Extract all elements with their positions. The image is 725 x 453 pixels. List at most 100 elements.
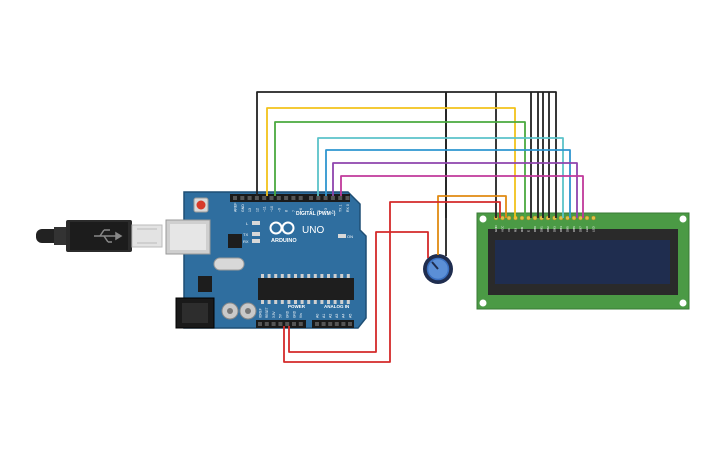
digital-pin-label: 13 xyxy=(248,208,252,212)
wire-red[interactable] xyxy=(288,231,429,353)
digital-pin-label: ~6 xyxy=(299,208,303,212)
wires[interactable] xyxy=(256,91,584,363)
digital-pin-label: AREF xyxy=(234,203,238,212)
lcd-pin-label: DB5 xyxy=(566,226,570,232)
header-hole[interactable] xyxy=(330,196,335,200)
crystal xyxy=(213,257,245,271)
header-hole[interactable] xyxy=(321,322,326,326)
header-hole[interactable] xyxy=(262,196,267,200)
usb-cable xyxy=(36,220,163,252)
header-hole[interactable] xyxy=(264,322,269,326)
header-hole[interactable] xyxy=(278,322,283,326)
wire-magenta[interactable] xyxy=(340,175,584,218)
header-hole[interactable] xyxy=(334,322,339,326)
power-pin-label: RESET xyxy=(265,307,269,318)
header-hole[interactable] xyxy=(345,196,350,200)
lcd-pin[interactable] xyxy=(578,215,583,221)
lcd-pin[interactable] xyxy=(500,215,505,221)
header-hole[interactable] xyxy=(292,322,296,326)
lcd-screen xyxy=(495,240,670,284)
header-hole[interactable] xyxy=(323,196,328,200)
header-hole[interactable] xyxy=(258,322,262,326)
chip-pin xyxy=(267,300,271,304)
chip-pin xyxy=(261,300,264,304)
wire-green[interactable] xyxy=(274,121,526,218)
header-hole[interactable] xyxy=(316,196,321,200)
chip-pin xyxy=(267,274,271,278)
analog-header[interactable] xyxy=(312,320,354,328)
chip-pin xyxy=(287,300,291,304)
chip-pin xyxy=(280,300,284,304)
wire-cyan[interactable] xyxy=(317,137,564,218)
chip-pin xyxy=(320,300,324,304)
header-hole[interactable] xyxy=(285,322,290,326)
digital-pin-label: 2 xyxy=(331,210,335,212)
chip-pin xyxy=(333,274,337,278)
lcd-pin-label: V0 xyxy=(507,228,511,232)
power-pin-label: IOREF xyxy=(258,308,262,318)
lcd-pin-label: DB4 xyxy=(559,226,563,232)
header-hole[interactable] xyxy=(254,196,259,200)
lcd-pin[interactable] xyxy=(506,215,512,221)
lcd-pin-label: DB0 xyxy=(533,226,537,232)
power-pin-label: Vin xyxy=(299,313,303,318)
header-hole[interactable] xyxy=(309,196,313,200)
header-hole[interactable] xyxy=(341,322,346,326)
arduino-logo-icon xyxy=(269,221,295,235)
lcd-pin-label: GND xyxy=(494,225,498,233)
wire-orange[interactable] xyxy=(437,195,507,255)
header-hole[interactable] xyxy=(338,196,343,200)
lcd-pin[interactable] xyxy=(519,215,525,221)
header-hole[interactable] xyxy=(271,322,276,326)
chip-pin xyxy=(274,274,278,278)
chip-pins xyxy=(261,274,350,304)
lcd-pin[interactable] xyxy=(526,215,531,221)
chip-pin xyxy=(346,274,350,278)
header-hole[interactable] xyxy=(276,196,281,200)
lcd-pin[interactable] xyxy=(571,215,577,221)
l-led xyxy=(252,221,260,225)
chip-pin xyxy=(327,300,330,304)
header-hole[interactable] xyxy=(298,322,303,326)
wire-purple[interactable] xyxy=(332,162,578,218)
wire-red-5v[interactable] xyxy=(283,201,501,363)
tx-led-label: TX xyxy=(243,232,248,237)
header-hole[interactable] xyxy=(315,322,319,326)
chip-pin xyxy=(307,300,311,304)
header-hole[interactable] xyxy=(284,196,289,200)
lcd-pin[interactable] xyxy=(532,215,538,221)
chip-pin xyxy=(313,300,317,304)
lcd-pin-label: VCC xyxy=(501,225,505,232)
lcd-pin-label: DB2 xyxy=(546,226,550,232)
wire-blue[interactable] xyxy=(325,149,571,218)
lcd-pin-label: RS xyxy=(514,228,518,232)
digital-header[interactable] xyxy=(230,194,350,202)
potentiometer[interactable] xyxy=(423,254,453,284)
header-hole[interactable] xyxy=(269,196,274,200)
lcd-pin[interactable] xyxy=(565,215,570,221)
chip-pin xyxy=(327,274,330,278)
header-hole[interactable] xyxy=(348,322,352,326)
chip-pin xyxy=(333,300,337,304)
header-hole[interactable] xyxy=(247,196,252,200)
wire-gnd-black[interactable] xyxy=(256,91,557,218)
digital-pin-label: 7 xyxy=(292,210,296,212)
arduino-model-label: UNO xyxy=(302,225,324,236)
chip-pin xyxy=(261,274,264,278)
header-hole[interactable] xyxy=(291,196,296,200)
mounting-hole xyxy=(479,215,487,223)
l-led-label: L xyxy=(246,221,249,226)
lcd-pin[interactable] xyxy=(584,215,590,221)
header-hole[interactable] xyxy=(233,196,237,200)
header-hole[interactable] xyxy=(328,322,333,326)
lcd-pin[interactable] xyxy=(591,215,596,221)
arduino-brand-label: ARDUINO xyxy=(271,238,297,244)
lcd-pin-label: DB1 xyxy=(540,226,544,232)
power-pin-label: 5V xyxy=(279,313,283,318)
header-hole[interactable] xyxy=(298,196,303,200)
power-pin-label: 3.3V xyxy=(272,311,276,318)
header-hole[interactable] xyxy=(240,196,245,200)
